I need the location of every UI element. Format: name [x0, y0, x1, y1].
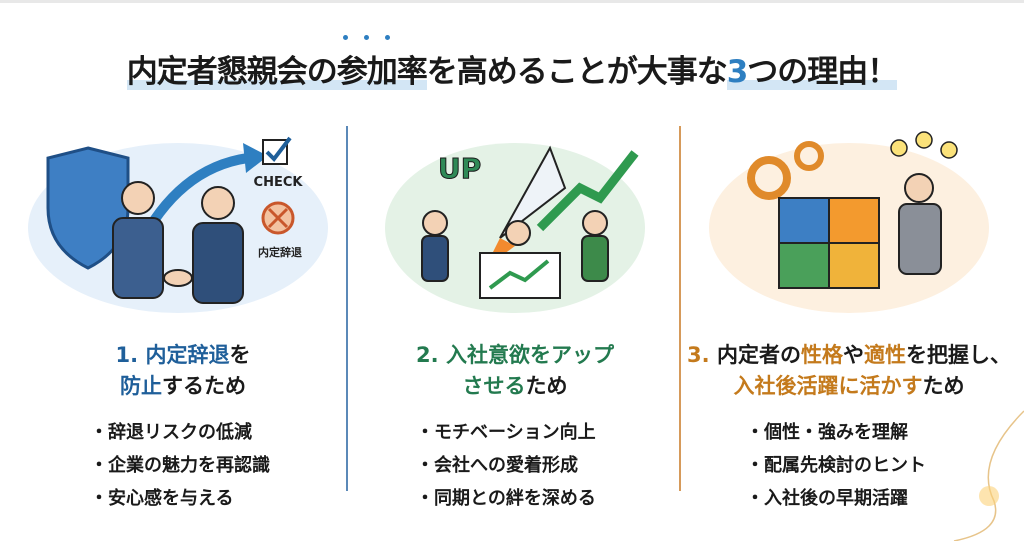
puzzle-illustration — [709, 131, 989, 313]
bullet-item: 企業の魅力を再認識 — [90, 449, 348, 482]
svg-text:CHECK: CHECK — [254, 175, 304, 190]
person-icon — [898, 203, 942, 275]
bullet-item: モチベーション向上 — [416, 416, 680, 449]
svg-text:UP: UP — [438, 152, 481, 185]
rocket-illustration: UP — [385, 143, 645, 313]
reason-column-3: 3. 内定者の性格や適性を把握し、入社後活躍に活かすため 個性・強みを理解 配属… — [684, 128, 1014, 515]
puzzle-piece-icon — [778, 242, 830, 289]
handshake-icon — [163, 269, 193, 287]
reason-bullets: 辞退リスクの低減 企業の魅力を再認識 安心感を与える — [18, 416, 348, 515]
puzzle-piece-icon — [828, 197, 880, 244]
reason-heading: 3. 内定者の性格や適性を把握し、入社後活躍に活かすため — [687, 343, 1011, 398]
lightbulb-icon — [915, 131, 933, 149]
person-icon — [112, 217, 164, 299]
rocket-icon — [499, 145, 567, 239]
column-divider — [346, 126, 348, 491]
reason-bullets: モチベーション向上 会社への愛着形成 同期との絆を深める — [350, 416, 680, 515]
gear-icon — [747, 156, 791, 200]
handshake-illustration: CHECK 内定辞退 — [28, 136, 328, 313]
svg-text:内定辞退: 内定辞退 — [258, 245, 302, 259]
bullet-item: 個性・強みを理解 — [746, 416, 1014, 449]
puzzle-piece-icon — [778, 197, 830, 244]
lightbulb-icon — [940, 141, 958, 159]
puzzle-piece-icon — [828, 242, 880, 289]
bullet-item: 安心感を与える — [90, 482, 348, 515]
bullet-item: 会社への愛着形成 — [416, 449, 680, 482]
bullet-item: 配属先検討のヒント — [746, 449, 1014, 482]
bullet-item: 入社後の早期活躍 — [746, 482, 1014, 515]
top-border — [0, 0, 1024, 3]
bullet-item: 辞退リスクの低減 — [90, 416, 348, 449]
page-title: 内定者懇親会の参加率を高めることが大事な3つの理由！ — [126, 54, 898, 90]
reason-heading: 2. 入社意欲をアップさせるため — [416, 343, 614, 398]
reason-bullets: 個性・強みを理解 配属先検討のヒント 入社後の早期活躍 — [684, 416, 1014, 515]
person-icon — [581, 235, 609, 282]
lightbulb-icon — [890, 139, 908, 157]
reason-heading: 1. 内定辞退を防止するため — [115, 343, 251, 398]
emphasis-dots — [343, 35, 390, 40]
gear-icon — [794, 141, 824, 171]
decorative-swirl — [953, 410, 1024, 541]
bullet-item: 同期との絆を深める — [416, 482, 680, 515]
arrow-up-icon — [536, 150, 639, 232]
person-icon — [192, 222, 244, 304]
column-divider — [679, 126, 681, 491]
person-icon — [421, 235, 449, 282]
